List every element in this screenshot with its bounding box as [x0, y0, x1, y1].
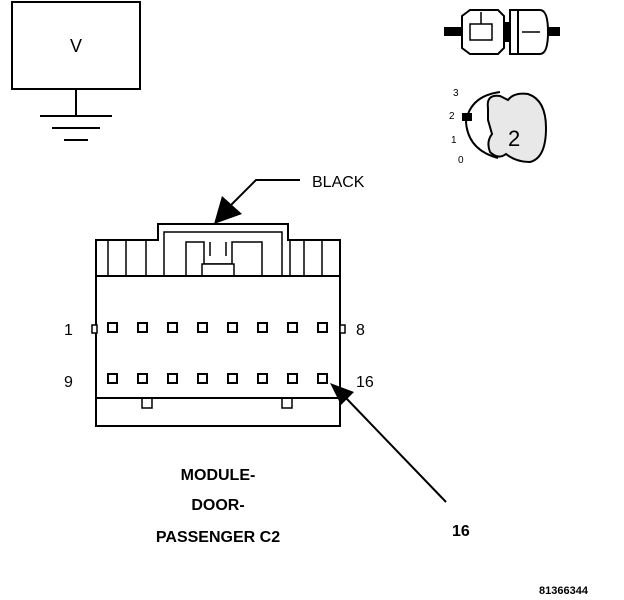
- selector-knob-icon: [486, 92, 548, 164]
- pin-cavity-16: [317, 373, 328, 384]
- switch-position-0: 0: [458, 155, 464, 166]
- pin-cavity: [227, 322, 238, 333]
- pin-cavity: [317, 322, 328, 333]
- caption-line-1: MODULE-: [181, 467, 256, 484]
- pin-cavity: [197, 373, 208, 384]
- selector-switch: 3 2 1 0 2: [449, 88, 548, 166]
- pin-label-8: 8: [356, 322, 365, 339]
- voltmeter-symbol: V: [70, 36, 82, 56]
- caption-line-2: DOOR-: [191, 497, 244, 514]
- pin-callout-label: 16: [452, 523, 470, 540]
- switch-position-3: 3: [453, 88, 459, 99]
- pin-cavity: [257, 373, 268, 384]
- pin-label-9: 9: [64, 374, 73, 391]
- pin-row-top: [107, 322, 328, 333]
- pin-cavity: [137, 322, 148, 333]
- pin-cavity: [107, 322, 118, 333]
- pin-cavity: [167, 322, 178, 333]
- pin-label-1: 1: [64, 322, 73, 339]
- switch-position-1: 1: [451, 135, 457, 146]
- pin-cavity: [167, 373, 178, 384]
- pin-cavity: [287, 373, 298, 384]
- pin-row-bottom: [107, 373, 328, 384]
- caption-line-3: PASSENGER C2: [156, 529, 280, 546]
- color-callout: BLACK: [214, 174, 365, 224]
- voltmeter: V: [11, 1, 141, 116]
- pin-cavity: [227, 373, 238, 384]
- pin-cavity: [257, 322, 268, 333]
- pin-cavity: [107, 373, 118, 384]
- pin-label-16: 16: [356, 374, 374, 391]
- pin-callout-arrow: [330, 383, 447, 503]
- figure-id: 81366344: [539, 585, 589, 597]
- pin-cavity: [197, 322, 208, 333]
- switch-position-2: 2: [449, 111, 455, 122]
- switch-selected-value: 2: [508, 126, 520, 151]
- pin-cavity: [137, 373, 148, 384]
- ground-icon: [40, 115, 112, 141]
- connector-body: [91, 223, 346, 427]
- pin-cavity: [287, 322, 298, 333]
- test-probe-icon: [444, 9, 560, 55]
- connector-color-label: BLACK: [312, 174, 365, 191]
